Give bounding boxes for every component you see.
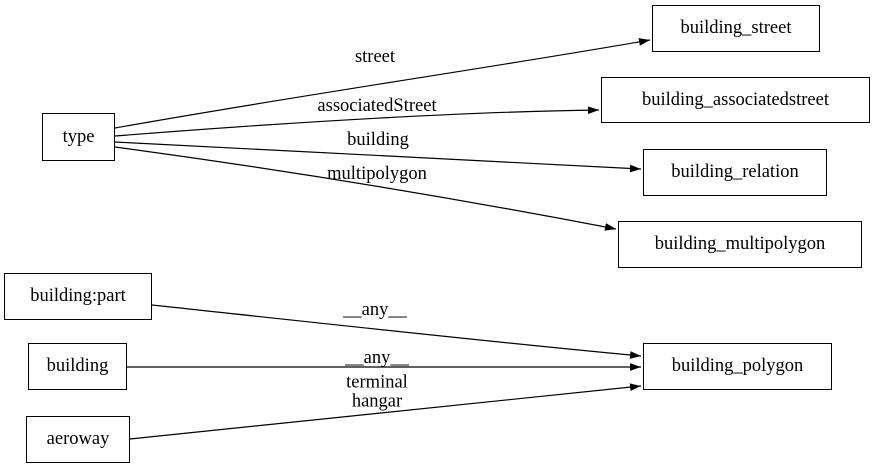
node-building-part: building:part [4,273,152,320]
node-building-relation: building_relation [643,149,827,196]
edge-aeroway-building-polygon [129,383,642,440]
edge-type-building-multipolygon [114,146,617,231]
edge-type-building-street [114,38,651,129]
edge-label-any-building: __any__ [345,347,409,368]
edge-label-street: street [354,46,396,67]
node-type: type [42,113,115,161]
edge-label-building: building [347,129,409,150]
edge-label-any-building-part: __any__ [343,299,407,320]
node-building-polygon: building_polygon [643,343,832,390]
node-aeroway: aeroway [26,416,130,463]
node-building-associatedstreet: building_associatedstreet [601,77,870,123]
edge-label-terminal-hangar: terminal hangar [346,372,408,412]
edge-type-building-associatedstreet [114,106,600,137]
edge-building-part-building-polygon [151,304,642,359]
edge-label-associatedstreet: associatedStreet [317,95,437,116]
node-building: building [28,343,127,390]
edge-label-multipolygon: multipolygon [327,163,427,184]
node-building-street: building_street [652,5,820,52]
node-building-multipolygon: building_multipolygon [618,221,862,268]
